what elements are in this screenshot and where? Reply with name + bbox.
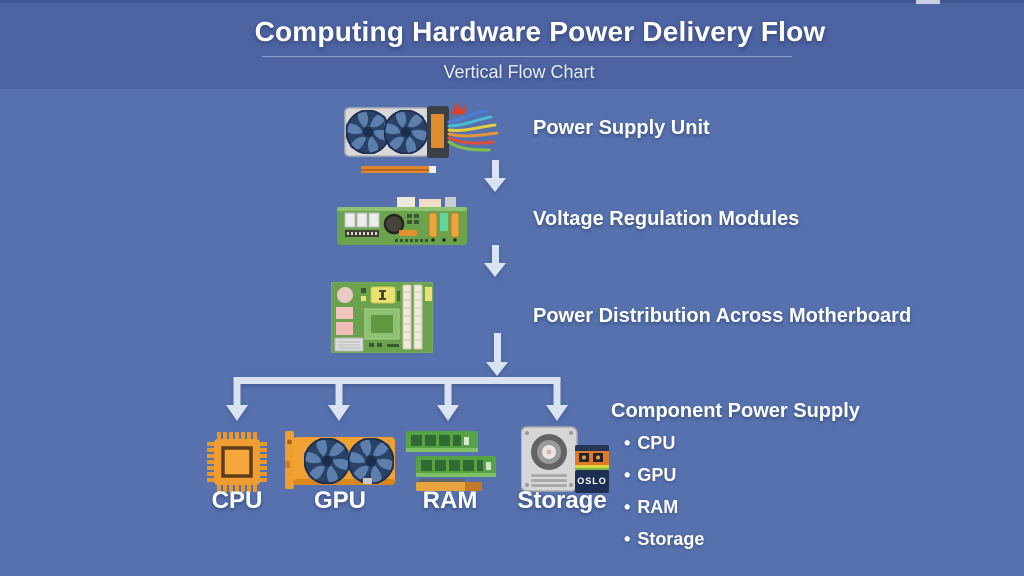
cpu-icon <box>207 432 267 492</box>
bullet-icon: • <box>624 433 631 453</box>
legend-item-label: CPU <box>637 433 676 453</box>
vrm-step-label: Voltage Regulation Modules <box>533 208 800 230</box>
storage-label: Storage <box>517 487 607 514</box>
motherboard-icon <box>331 282 433 353</box>
bullet-icon: • <box>624 465 631 485</box>
legend-item-label: RAM <box>637 497 679 517</box>
legend-item-label: Storage <box>637 529 705 549</box>
legend-item-gpu: • GPU <box>624 465 704 486</box>
vrm-icon <box>337 197 467 245</box>
gpu-icon <box>285 431 395 489</box>
ram-label: RAM <box>422 487 478 514</box>
ram-icon <box>406 431 496 491</box>
storage-icon: OSLO <box>521 426 609 493</box>
title-divider <box>262 56 792 57</box>
top-edge-strip <box>0 0 1024 3</box>
legend-item-ram: • RAM <box>624 497 704 518</box>
legend-item-cpu: • CPU <box>624 433 704 454</box>
gpu-label: GPU <box>313 487 366 514</box>
header-band <box>0 3 1024 89</box>
motherboard-step-label: Power Distribution Across Motherboard <box>533 305 912 327</box>
branch-connector <box>226 377 568 421</box>
legend-list: • CPU • GPU • RAM • Storage <box>624 433 704 561</box>
bullet-icon: • <box>624 529 631 549</box>
legend-item-storage: • Storage <box>624 529 704 550</box>
page-title: Computing Hardware Power Delivery Flow <box>254 16 826 47</box>
legend-item-label: GPU <box>637 465 677 485</box>
psu-icon <box>344 102 499 173</box>
screen-edge-artifact <box>916 0 940 4</box>
page-subtitle: Vertical Flow Chart <box>443 62 595 82</box>
bullet-icon: • <box>624 497 631 517</box>
ssd-print-text: OSLO <box>577 476 607 486</box>
legend-title: Component Power Supply <box>611 400 860 422</box>
cpu-label: CPU <box>211 487 263 514</box>
psu-step-label: Power Supply Unit <box>533 117 710 139</box>
